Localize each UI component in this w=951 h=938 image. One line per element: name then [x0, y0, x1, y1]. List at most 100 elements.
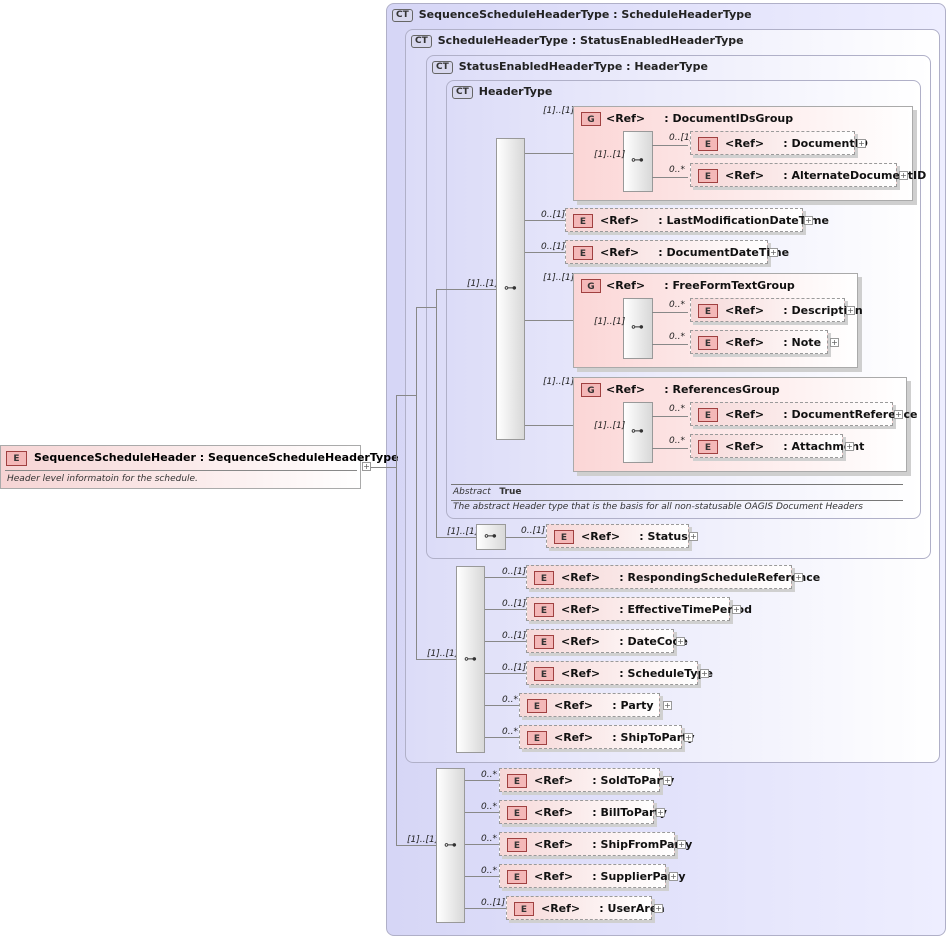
sequence-compositor[interactable]: ⊶ [436, 768, 465, 923]
sequence-compositor[interactable]: ⊶ [496, 138, 525, 440]
element-label: <Ref> : RespondingScheduleReference [561, 571, 821, 584]
sequence-icon: ⊶ [631, 153, 644, 168]
expand-icon[interactable]: + [669, 872, 678, 881]
element-label: <Ref> : SoldToParty [534, 774, 675, 787]
expand-icon[interactable]: + [857, 139, 866, 148]
element-label: <Ref> : ShipFromParty [534, 838, 693, 851]
element-description[interactable]: E <Ref> : Description [690, 298, 863, 322]
element-attachment[interactable]: E <Ref> : Attachment [690, 434, 864, 458]
expand-icon[interactable]: + [676, 637, 685, 646]
expand-icon[interactable]: + [677, 840, 686, 849]
element-date-code[interactable]: E <Ref> : DateCode [526, 629, 688, 653]
connector [465, 812, 499, 813]
expand-icon[interactable]: + [830, 338, 839, 347]
sequence-icon: ⊶ [504, 281, 517, 296]
expand-icon[interactable]: + [689, 532, 698, 541]
element-label: <Ref> : Description [725, 304, 863, 317]
expand-icon[interactable]: + [894, 410, 903, 419]
element-badge: E [698, 304, 718, 318]
element-responding-schedule-reference[interactable]: E <Ref> : RespondingScheduleReference [526, 565, 820, 589]
multiplicity-label: 0..[1] [541, 242, 566, 252]
element-badge: E [698, 137, 718, 151]
element-label: <Ref> : DocumentDateTime [600, 246, 790, 259]
element-label: <Ref> : Status [581, 530, 688, 543]
multiplicity-label: [1]..[1] [543, 377, 575, 387]
expand-icon[interactable]: + [656, 808, 665, 817]
expand-icon[interactable]: + [684, 733, 693, 742]
element-badge: E [554, 530, 574, 544]
expand-icon[interactable]: + [845, 442, 854, 451]
multiplicity-label: 0..* [481, 834, 497, 844]
element-ship-to-party[interactable]: E <Ref> : ShipToParty [519, 725, 695, 749]
expand-icon[interactable]: + [732, 605, 741, 614]
element-user-area[interactable]: E <Ref> : UserArea [506, 896, 665, 920]
expand-icon[interactable]: + [700, 669, 709, 678]
element-badge: E [534, 635, 554, 649]
expand-icon[interactable]: + [846, 306, 855, 315]
connector [652, 344, 688, 345]
element-party[interactable]: E <Ref> : Party [519, 693, 660, 717]
element-badge: E [514, 902, 534, 916]
complex-type-badge: CT [432, 61, 453, 74]
element-schedule-type[interactable]: E <Ref> : ScheduleType [526, 661, 713, 685]
sequence-compositor[interactable]: ⊶ [623, 131, 653, 192]
connector [506, 537, 546, 538]
root-element-documentation: Header level informatoin for the schedul… [7, 474, 198, 484]
element-last-modification-date-time[interactable]: E <Ref> : LastModificationDateTime [565, 208, 829, 232]
multiplicity-label: 0..* [669, 436, 685, 446]
connector [485, 737, 519, 738]
header-type-documentation: The abstract Header type that is the bas… [453, 502, 863, 512]
expand-icon[interactable]: + [794, 573, 803, 582]
element-supplier-party[interactable]: E <Ref> : SupplierParty [499, 864, 686, 888]
element-note[interactable]: E <Ref> : Note [690, 330, 828, 354]
connector [485, 673, 526, 674]
connector [416, 659, 456, 660]
element-document-reference[interactable]: E <Ref> : DocumentReference [690, 402, 917, 426]
multiplicity-label: 0..[1] [502, 567, 527, 577]
multiplicity-label: [1]..[1] [594, 150, 626, 160]
element-alternate-document-id[interactable]: E <Ref> : AlternateDocumentID [690, 163, 926, 187]
group-label: <Ref> : ReferencesGroup [606, 383, 780, 396]
expand-icon[interactable]: + [899, 171, 908, 180]
element-sold-to-party[interactable]: E <Ref> : SoldToParty [499, 768, 674, 792]
expand-icon[interactable]: + [769, 248, 778, 257]
expand-icon[interactable]: + [663, 776, 672, 785]
element-badge: E [507, 806, 527, 820]
element-document-date-time[interactable]: E <Ref> : DocumentDateTime [565, 240, 789, 264]
sequence-icon: ⊶ [631, 424, 644, 439]
root-element[interactable]: E SequenceScheduleHeader : SequenceSched… [0, 445, 399, 489]
multiplicity-label: 0..[1] [541, 210, 566, 220]
element-badge: E [534, 571, 554, 585]
sequence-compositor[interactable]: ⊶ [456, 566, 485, 753]
multiplicity-label: 0..* [481, 802, 497, 812]
expand-icon[interactable]: + [804, 216, 813, 225]
element-badge: E [507, 870, 527, 884]
multiplicity-label: 0..* [502, 695, 518, 705]
sequence-compositor[interactable]: ⊶ [623, 402, 653, 463]
element-bill-to-party[interactable]: E <Ref> : BillToParty [499, 800, 667, 824]
element-label: <Ref> : ScheduleType [561, 667, 713, 680]
element-document-id[interactable]: E <Ref> : DocumentID [690, 131, 868, 155]
connector [396, 395, 397, 845]
sequence-icon: ⊶ [631, 320, 644, 335]
group-badge: G [581, 112, 601, 126]
expand-collapse-icon[interactable]: + [362, 462, 371, 471]
multiplicity-label: [1]..[1] [447, 527, 479, 537]
group-badge: G [581, 279, 601, 293]
sequence-compositor[interactable]: ⊶ [623, 298, 653, 359]
expand-icon[interactable]: + [663, 701, 672, 710]
multiplicity-label: 0..[1] [669, 133, 694, 143]
sequence-compositor[interactable]: ⊶ [476, 524, 506, 550]
multiplicity-label: 0..* [502, 727, 518, 737]
multiplicity-label: 0..* [481, 770, 497, 780]
expand-icon[interactable]: + [654, 904, 663, 913]
element-effective-time-period[interactable]: E <Ref> : EffectiveTimePeriod [526, 597, 752, 621]
element-badge: E [534, 667, 554, 681]
connector [652, 312, 688, 313]
element-badge: E [527, 699, 547, 713]
element-label: <Ref> : EffectiveTimePeriod [561, 603, 752, 616]
element-status[interactable]: E <Ref> : Status [546, 524, 689, 548]
element-ship-from-party[interactable]: E <Ref> : ShipFromParty [499, 832, 692, 856]
